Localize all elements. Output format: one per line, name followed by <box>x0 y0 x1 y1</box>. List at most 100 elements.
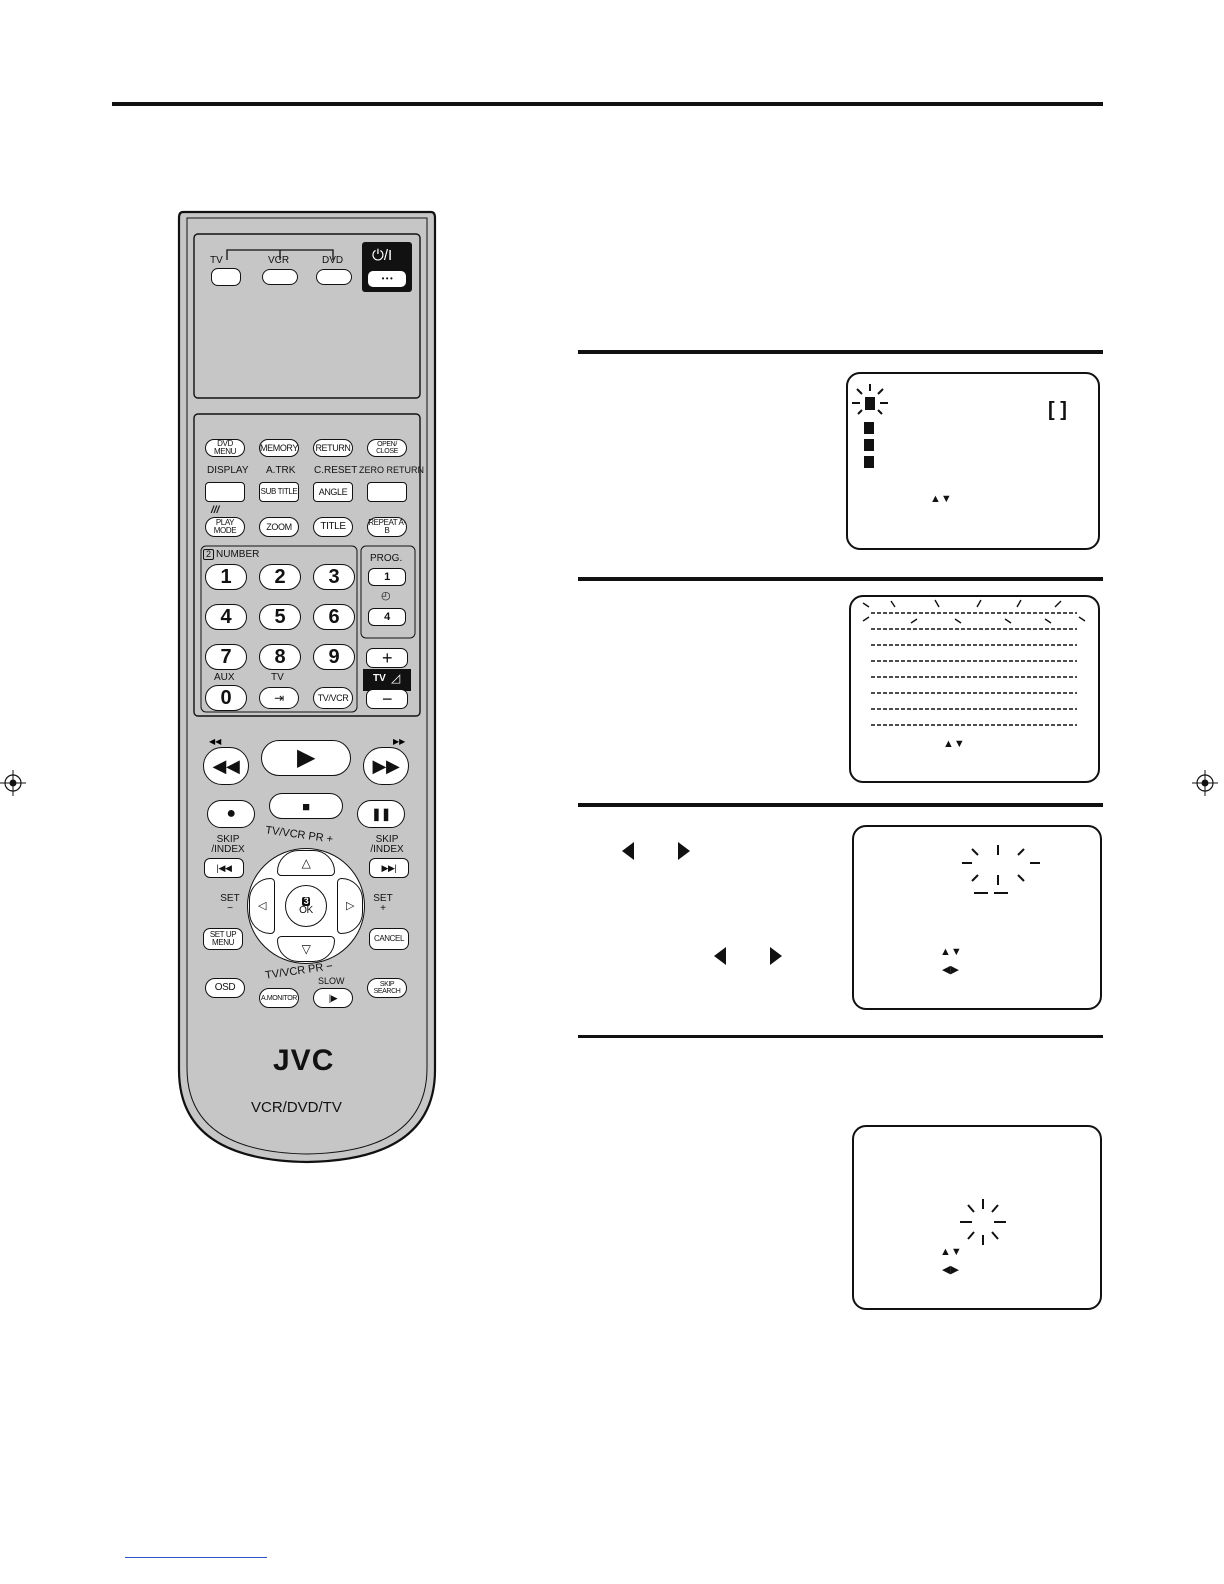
osd-screen-4: ▲▼ ◀▶ <box>852 1125 1102 1310</box>
set-minus-label: SET − <box>220 893 240 914</box>
pause-button[interactable]: ❚❚ <box>357 800 405 828</box>
blinking-indicator-icon <box>960 1199 1006 1245</box>
volume-up-button[interactable]: + <box>366 648 408 668</box>
skip-index-right-label: SKIP /INDEX <box>370 834 404 855</box>
play-mode-marks: /// <box>211 505 220 516</box>
record-button[interactable]: ● <box>207 800 255 828</box>
subtitle-button[interactable]: SUB TITLE <box>259 482 299 502</box>
updown-icon: ▲▼ <box>943 738 965 750</box>
menu-marker-2 <box>864 422 874 434</box>
step3-arrows-top <box>622 842 690 860</box>
dpad-right-button[interactable]: ▷ <box>337 878 363 934</box>
updown-icon: ▲▼ <box>930 493 952 505</box>
mode-label-tv: TV <box>210 255 223 266</box>
dvd-menu-button[interactable]: DVD MENU <box>205 439 245 457</box>
power-button[interactable]: • • • <box>367 270 407 288</box>
slow-label: SLOW <box>318 976 345 986</box>
creset-label: C.RESET <box>314 465 358 476</box>
blinking-cursor-icon <box>852 384 888 415</box>
bottom-link-underline[interactable] <box>125 1557 267 1558</box>
mode-button-dvd[interactable] <box>316 269 352 285</box>
memory-button[interactable]: MEMORY <box>259 439 299 457</box>
zero-return-button[interactable] <box>367 482 407 502</box>
setup-menu-button[interactable]: SET UP MENU <box>203 928 243 950</box>
display-label: DISPLAY <box>207 465 249 476</box>
step2-rule <box>578 577 1103 581</box>
updown-icon: ▲▼ <box>940 1246 962 1258</box>
zero-return-label: ZERO RETURN <box>359 465 424 475</box>
number-button-7[interactable]: 7 <box>205 644 247 670</box>
dpad-up-button[interactable]: △ <box>277 850 335 876</box>
play-mode-button[interactable]: PLAY MODE <box>205 517 245 537</box>
bracket-field: [ ] <box>1048 399 1067 421</box>
step3-arrows-bottom <box>714 947 782 965</box>
number-button-3[interactable]: 3 <box>313 564 355 590</box>
osd-button[interactable]: OSD <box>205 978 245 998</box>
number-label: NUMBER <box>216 549 260 560</box>
title-button[interactable]: TITLE <box>313 517 353 537</box>
skip-back-button[interactable]: |◀◀ <box>204 858 244 878</box>
prog-button-1[interactable]: 1 <box>368 568 406 586</box>
number-button-0[interactable]: 0 <box>205 685 247 711</box>
return-button[interactable]: RETURN <box>313 439 353 457</box>
remote-control: TV VCR DVD ⏻/I • • • DVD MENU MEMORY RET… <box>177 210 437 1165</box>
osd-screen-2: ▲▼ <box>849 595 1100 783</box>
dpad-left-button[interactable]: ◁ <box>249 878 275 934</box>
number-button-1[interactable]: 1 <box>205 564 247 590</box>
number-button-8[interactable]: 8 <box>259 644 301 670</box>
ok-marker: 3 <box>301 895 311 906</box>
input-select-button[interactable]: ⇥ <box>259 687 299 709</box>
leftright-icon: ◀▶ <box>942 964 959 976</box>
program-list-dashes <box>862 599 1086 726</box>
registration-mark-left <box>0 770 26 796</box>
rewind-button[interactable]: ◀◀ <box>203 747 249 785</box>
osd-screen-3: ▲▼ ◀▶ <box>852 825 1102 1010</box>
brand-logo: JVC <box>273 1044 335 1077</box>
stop-button[interactable]: ■ <box>269 793 343 819</box>
skip-index-left-label: SKIP /INDEX <box>211 834 245 855</box>
play-button[interactable]: ▶ <box>261 740 351 776</box>
repeat-ab-button[interactable]: REPEAT A-B <box>367 517 407 537</box>
skip-search-button[interactable]: SKIP SEARCH <box>367 978 407 998</box>
mode-label-dvd: DVD <box>322 255 344 266</box>
ok-button[interactable]: 3 OK <box>285 885 327 927</box>
aux-label: AUX <box>214 672 235 683</box>
tv-small-label: TV <box>271 672 284 683</box>
number-button-9[interactable]: 9 <box>313 644 355 670</box>
skip-forward-button[interactable]: ▶▶| <box>369 858 409 878</box>
model-label: VCR/DVD/TV <box>251 1099 342 1116</box>
clock-icon: ◴ <box>381 590 391 602</box>
number-button-6[interactable]: 6 <box>313 604 355 630</box>
prog-label: PROG. <box>370 553 403 564</box>
mode-button-vcr[interactable] <box>262 269 298 285</box>
volume-down-button[interactable]: − <box>366 689 408 709</box>
blinking-digits-icon <box>962 845 1040 894</box>
transport-cluster: ◀◀ ▶▶ <box>209 737 406 746</box>
display-button[interactable] <box>205 482 245 502</box>
number-button-5[interactable]: 5 <box>259 604 301 630</box>
fast-forward-button[interactable]: ▶▶ <box>363 747 409 785</box>
svg-text:▶▶: ▶▶ <box>393 737 406 746</box>
set-plus-label: SET + <box>373 893 393 914</box>
prog-button-4[interactable]: 4 <box>368 608 406 626</box>
angle-button[interactable]: ANGLE <box>313 482 353 502</box>
menu-marker-3 <box>864 439 874 451</box>
number-button-4[interactable]: 4 <box>205 604 247 630</box>
volume-icon: ◿ <box>391 671 401 685</box>
cancel-button[interactable]: CANCEL <box>369 928 409 950</box>
mode-switch-tv[interactable] <box>211 268 241 286</box>
amonitor-button[interactable]: A.MONITOR <box>259 988 299 1008</box>
slow-button[interactable]: |▶ <box>313 988 353 1008</box>
leftright-icon: ◀▶ <box>942 1264 959 1276</box>
svg-text:◀◀: ◀◀ <box>209 737 222 746</box>
number-button-2[interactable]: 2 <box>259 564 301 590</box>
open-close-button[interactable]: OPEN/ CLOSE <box>367 439 407 457</box>
tvvcr-button[interactable]: TV/VCR <box>313 687 353 709</box>
zoom-button[interactable]: ZOOM <box>259 517 299 537</box>
number-marker: 2 <box>203 549 215 560</box>
mode-label-vcr: VCR <box>268 255 290 266</box>
osd-screen-1: [ ] ▲▼ <box>846 372 1100 550</box>
dpad-down-button[interactable]: ▽ <box>277 936 335 962</box>
power-label: ⏻/I <box>372 247 393 264</box>
menu-marker-4 <box>864 456 874 468</box>
